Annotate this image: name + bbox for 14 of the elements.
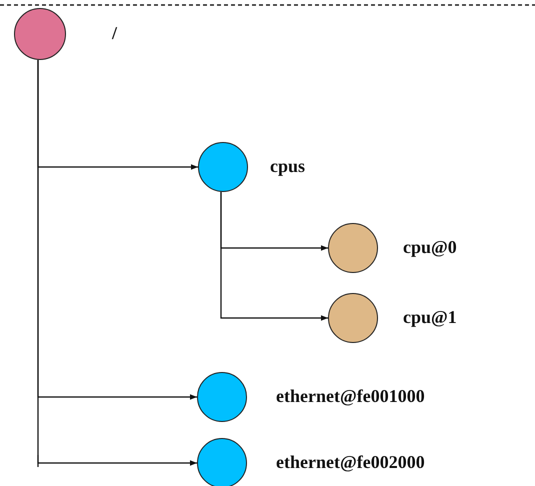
- node-label: cpu@0: [403, 237, 457, 258]
- tree-node-circle: [197, 372, 247, 422]
- tree-node-circle: [328, 223, 378, 273]
- tree-node-circle: [198, 142, 248, 192]
- node-label: /: [112, 23, 118, 44]
- tree-node-circle: [328, 293, 378, 343]
- node-label: cpu@1: [403, 307, 457, 328]
- tree-arrow: [37, 60, 197, 466]
- tree-node-circle: [197, 438, 247, 486]
- tree-node-circle: [14, 8, 66, 60]
- node-label: ethernet@fe001000: [276, 386, 425, 407]
- tree-arrow: [220, 192, 328, 321]
- node-label: cpus: [270, 156, 306, 177]
- node-label: ethernet@fe002000: [276, 452, 425, 473]
